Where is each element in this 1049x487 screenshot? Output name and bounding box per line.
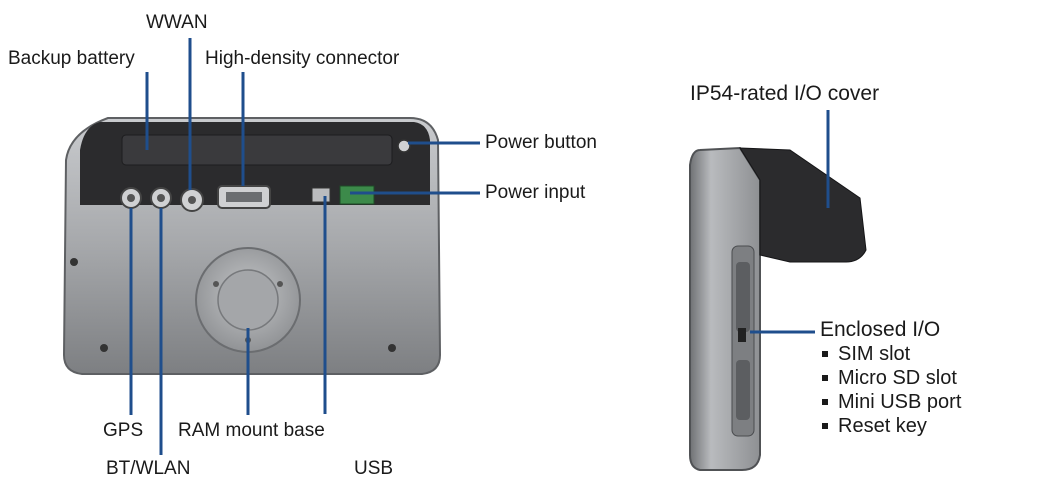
backup-battery-label: Backup battery — [8, 48, 135, 70]
enclosed-io-title: Enclosed I/O — [820, 318, 961, 342]
high-density-connector-label: High-density connector — [205, 48, 399, 70]
bt-wlan-label: BT/WLAN — [106, 458, 190, 480]
device-rear-view — [64, 118, 440, 374]
enclosed-io-item-reset: Reset key — [820, 414, 961, 438]
enclosed-io-item-microsd: Micro SD slot — [820, 366, 961, 390]
enclosed-io-item-sim: SIM slot — [820, 342, 961, 366]
wwan-label: WWAN — [146, 12, 208, 34]
power-button-label: Power button — [485, 132, 597, 154]
power-input-label: Power input — [485, 182, 585, 204]
gps-label: GPS — [103, 420, 143, 442]
enclosed-io-item-mini-usb: Mini USB port — [820, 390, 961, 414]
enclosed-io-list: Enclosed I/O SIM slot Micro SD slot Mini… — [820, 318, 961, 438]
ram-mount-base-label: RAM mount base — [178, 420, 325, 442]
io-cover-label: IP54-rated I/O cover — [690, 82, 879, 106]
usb-label: USB — [354, 458, 393, 480]
